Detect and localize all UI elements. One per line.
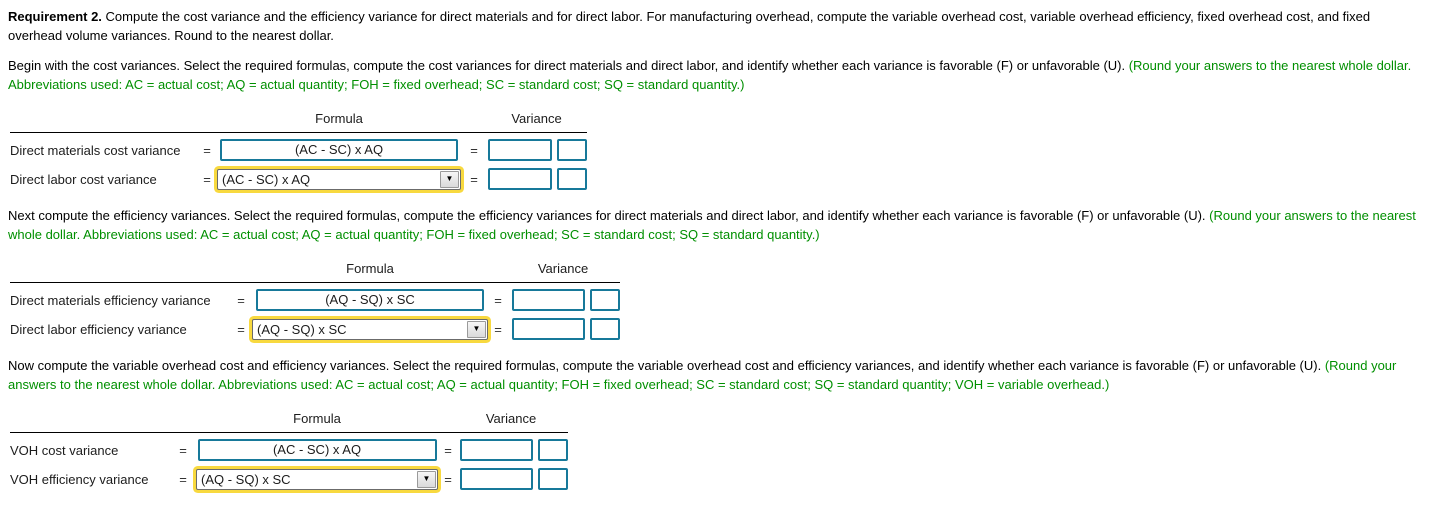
instructions-cost-variances: Begin with the cost variances. Select th…: [8, 56, 1425, 94]
variance-input[interactable]: [460, 468, 533, 490]
variance-column-header: Variance: [537, 261, 589, 276]
table-row: Direct labor efficiency variance = (AQ -…: [10, 317, 620, 341]
efficiency-variance-table: Formula Variance Direct materials effici…: [10, 259, 620, 341]
equals-sign: =: [237, 321, 245, 337]
row-label: Direct materials efficiency variance: [10, 292, 211, 308]
variance-input[interactable]: [488, 139, 552, 161]
table-header: Formula Variance: [10, 259, 620, 283]
variance-input[interactable]: [512, 289, 585, 311]
row-label: Direct labor efficiency variance: [10, 321, 187, 337]
selected-formula: (AQ - SQ) x SC: [257, 321, 347, 337]
equals-sign: =: [203, 142, 211, 158]
dropdown-arrow-icon[interactable]: ▼: [467, 320, 486, 338]
instructions-green: (Round your answers to the nearest whole…: [8, 358, 1397, 392]
instructions-voh-variances: Now compute the variable overhead cost a…: [8, 356, 1425, 394]
instructions-black: Now compute the variable overhead cost a…: [8, 358, 1325, 373]
requirement-text: Compute the cost variance and the effici…: [8, 9, 1371, 43]
requirement-title: Requirement 2.: [8, 9, 102, 24]
dropdown-arrow-glyph: ▼: [472, 324, 481, 333]
equals-sign: =: [470, 171, 478, 187]
voh-variance-table: Formula Variance VOH cost variance = (AC…: [10, 409, 568, 491]
favorable-unfavorable-input[interactable]: [590, 289, 620, 311]
variance-input[interactable]: [512, 318, 585, 340]
equals-sign: =: [179, 471, 187, 487]
instructions-efficiency-variances: Next compute the efficiency variances. S…: [8, 206, 1425, 244]
selected-formula: (AC - SC) x AQ: [222, 171, 311, 187]
variance-column-header: Variance: [511, 111, 562, 126]
variance-column-header: Variance: [485, 411, 537, 426]
equals-sign: =: [444, 442, 452, 458]
requirement-intro: Requirement 2. Compute the cost variance…: [8, 7, 1425, 45]
formula-column-header: Formula: [346, 261, 394, 276]
dropdown-arrow-glyph: ▼: [445, 174, 454, 183]
equals-sign: =: [444, 471, 452, 487]
equals-sign: =: [470, 142, 478, 158]
row-label: Direct labor cost variance: [10, 171, 157, 187]
favorable-unfavorable-input[interactable]: [538, 439, 568, 461]
table-row: Direct materials cost variance = (AC - S…: [10, 138, 587, 162]
equals-sign: =: [494, 292, 502, 308]
table-header: Formula Variance: [10, 409, 568, 433]
variance-input[interactable]: [460, 439, 533, 461]
selected-formula: (AQ - SQ) x SC: [201, 471, 291, 487]
row-label: VOH cost variance: [10, 442, 119, 458]
favorable-unfavorable-input[interactable]: [538, 468, 568, 490]
formula-select[interactable]: (AQ - SQ) x SC ▼: [196, 468, 438, 490]
row-label: VOH efficiency variance: [10, 471, 149, 487]
instructions-black: Begin with the cost variances. Select th…: [8, 58, 1129, 73]
equals-sign: =: [494, 321, 502, 337]
favorable-unfavorable-input[interactable]: [557, 139, 587, 161]
formula-select[interactable]: (AC - SC) x AQ ▼: [217, 168, 461, 190]
table-row: Direct labor cost variance = (AC - SC) x…: [10, 167, 587, 191]
formula-answer-box[interactable]: (AC - SC) x AQ: [197, 439, 437, 461]
formula-select[interactable]: (AQ - SQ) x SC ▼: [252, 318, 488, 340]
formula-answer-box[interactable]: (AQ - SQ) x SC: [256, 289, 484, 311]
dropdown-arrow-icon[interactable]: ▼: [417, 470, 436, 488]
dropdown-arrow-icon[interactable]: ▼: [440, 170, 459, 188]
instructions-green: (Round your answers to the nearest whole…: [8, 208, 1416, 242]
formula-column-header: Formula: [315, 111, 363, 126]
table-row: VOH efficiency variance = (AQ - SQ) x SC…: [10, 467, 568, 491]
equals-sign: =: [179, 442, 187, 458]
equals-sign: =: [203, 171, 211, 187]
favorable-unfavorable-input[interactable]: [557, 168, 587, 190]
row-label: Direct materials cost variance: [10, 142, 181, 158]
formula-answer-box[interactable]: (AC - SC) x AQ: [220, 139, 458, 161]
table-row: Direct materials efficiency variance = (…: [10, 288, 620, 312]
dropdown-arrow-glyph: ▼: [422, 474, 431, 483]
favorable-unfavorable-input[interactable]: [590, 318, 620, 340]
equals-sign: =: [237, 292, 245, 308]
instructions-green: (Round your answers to the nearest whole…: [8, 58, 1412, 92]
table-header: Formula Variance: [10, 109, 587, 133]
variance-input[interactable]: [488, 168, 552, 190]
table-row: VOH cost variance = (AC - SC) x AQ =: [10, 438, 568, 462]
cost-variance-table: Formula Variance Direct materials cost v…: [10, 109, 587, 191]
formula-column-header: Formula: [293, 411, 341, 426]
instructions-black: Next compute the efficiency variances. S…: [8, 208, 1210, 223]
